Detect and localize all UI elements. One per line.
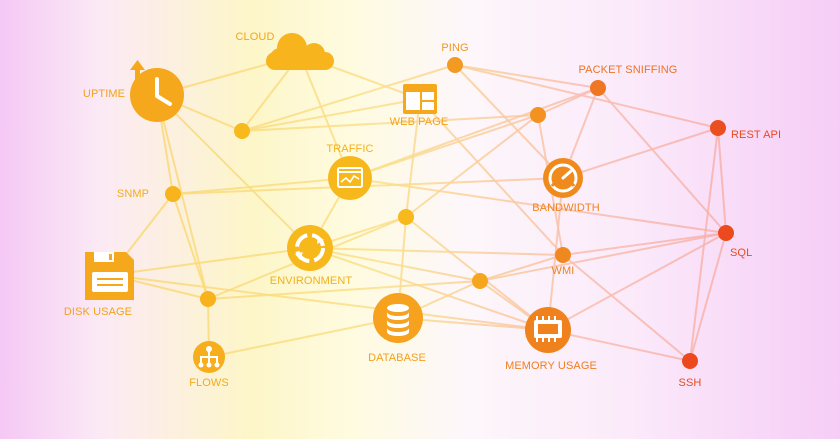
connection-line bbox=[309, 247, 549, 331]
connection-line bbox=[156, 94, 209, 300]
ssh-node bbox=[682, 353, 698, 369]
connection-line bbox=[562, 232, 727, 256]
connection-line bbox=[349, 114, 539, 179]
clock-arrow-icon bbox=[130, 60, 184, 122]
snmp-node bbox=[165, 186, 181, 202]
junction-dot bbox=[200, 291, 216, 307]
hierarchy-icon bbox=[193, 341, 225, 373]
label-web-page: WEB PAGE bbox=[389, 116, 449, 128]
label-packet-sniffing: PACKET SNIFFING bbox=[578, 64, 678, 76]
label-disk-usage: DISK USAGE bbox=[63, 306, 133, 318]
sql-node bbox=[718, 225, 734, 241]
rest-api-node bbox=[710, 120, 726, 136]
label-uptime: UPTIME bbox=[82, 88, 126, 100]
connection-line bbox=[479, 232, 727, 282]
browser-window-icon bbox=[403, 84, 437, 114]
connection-line bbox=[156, 94, 311, 249]
memory-chip-icon bbox=[525, 307, 571, 353]
connection-line bbox=[241, 64, 456, 132]
traffic-chart-icon bbox=[328, 156, 372, 200]
label-traffic: TRAFFIC bbox=[326, 143, 374, 155]
junction-dot bbox=[398, 209, 414, 225]
database-icon bbox=[373, 293, 423, 343]
cloud-icon bbox=[266, 33, 334, 70]
connection-lines bbox=[109, 54, 727, 362]
connection-line bbox=[109, 274, 549, 331]
floppy-disk-icon bbox=[85, 252, 134, 300]
connection-line bbox=[349, 177, 727, 234]
connection-line bbox=[597, 87, 727, 234]
connection-line bbox=[405, 216, 549, 331]
connection-line bbox=[241, 98, 421, 132]
connection-line bbox=[547, 329, 691, 362]
connection-line bbox=[717, 127, 727, 234]
connection-line bbox=[454, 64, 719, 129]
connection-line bbox=[309, 247, 481, 282]
connection-line bbox=[689, 232, 727, 362]
connection-line bbox=[479, 254, 564, 282]
connection-line bbox=[562, 254, 691, 362]
connection-line bbox=[537, 87, 599, 116]
connection-line bbox=[547, 232, 727, 331]
connection-line bbox=[207, 280, 481, 300]
label-sql: SQL bbox=[730, 247, 753, 259]
label-environment: ENVIRONMENT bbox=[269, 275, 353, 287]
connection-line bbox=[349, 87, 599, 179]
junction-dot bbox=[530, 107, 546, 123]
label-cloud: CLOUD bbox=[235, 31, 275, 43]
gauge-icon bbox=[543, 158, 583, 198]
connection-line bbox=[241, 114, 539, 132]
connection-line bbox=[419, 98, 564, 256]
label-database: DATABASE bbox=[368, 352, 426, 364]
label-ping: PING bbox=[441, 42, 469, 54]
connection-line bbox=[397, 317, 549, 331]
label-ssh: SSH bbox=[678, 377, 702, 389]
label-wmi: WMI bbox=[551, 265, 575, 277]
junction-dot bbox=[234, 123, 250, 139]
connection-line bbox=[405, 98, 421, 218]
connection-line bbox=[454, 64, 599, 89]
label-flows: FLOWS bbox=[189, 377, 229, 389]
cycle-arrows-icon bbox=[287, 225, 333, 271]
connection-line bbox=[562, 127, 719, 179]
label-memory-usage: MEMORY USAGE bbox=[505, 360, 597, 372]
label-snmp: SNMP bbox=[116, 188, 150, 200]
connection-line bbox=[208, 317, 399, 358]
connection-line bbox=[172, 193, 209, 300]
wmi-node bbox=[555, 247, 571, 263]
label-bandwidth: BANDWIDTH bbox=[532, 202, 600, 214]
connection-line bbox=[172, 177, 351, 195]
ping-node bbox=[447, 57, 463, 73]
packet-sniffing-node bbox=[590, 80, 606, 96]
diagram-nodes bbox=[85, 33, 734, 373]
connection-line bbox=[309, 247, 564, 256]
junction-dot bbox=[472, 273, 488, 289]
label-rest-api: REST API bbox=[731, 129, 782, 141]
connection-line bbox=[405, 114, 539, 218]
connection-line bbox=[109, 247, 311, 276]
